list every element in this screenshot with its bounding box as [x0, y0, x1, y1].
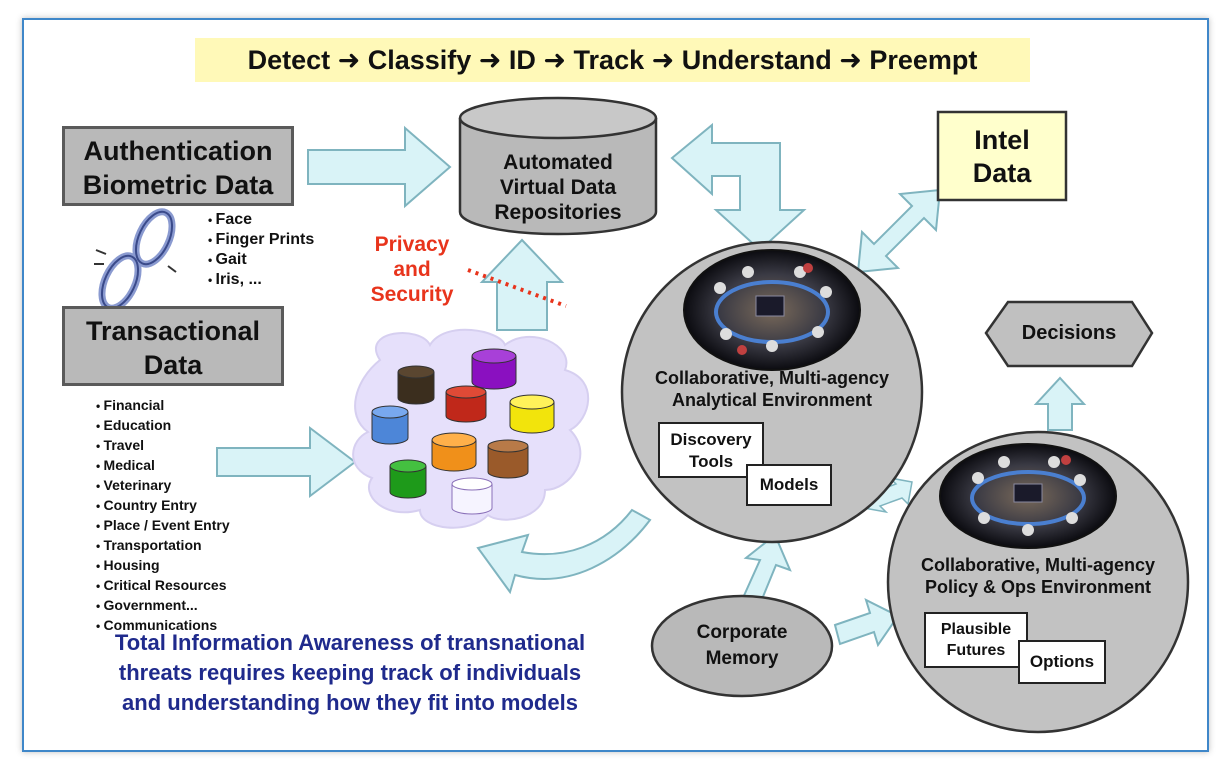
arrow-repo-to-analytical: [670, 122, 807, 252]
discovery-line2: Tools: [688, 452, 734, 471]
list-item: Iris, ...: [208, 270, 314, 290]
list-item: Communications: [96, 616, 230, 636]
analytical-line2: Analytical Environment: [671, 390, 873, 410]
list-item: Face: [208, 210, 314, 230]
memory-line1: Corporate: [696, 622, 788, 643]
intel-line1: Intel: [974, 125, 1030, 155]
analytical-line1: Collaborative, Multi-agency: [654, 368, 890, 388]
transactional-box: Transactional Data: [62, 306, 284, 386]
arrow-policy-to-decisions: [1033, 376, 1087, 431]
decisions-hexagon: [984, 300, 1154, 368]
list-item: Veterinary: [96, 476, 230, 496]
repository-line2: Virtual Data: [499, 176, 617, 199]
arrow-analytical-to-cloud: [476, 508, 652, 595]
arrow-trans-to-cloud: [216, 425, 357, 499]
privacy-label: Privacy and Security: [352, 232, 472, 307]
arrow-cloud-to-repo: [479, 238, 565, 331]
intel-line2: Data: [972, 158, 1032, 188]
discovery-tools-box: Discovery Tools: [658, 422, 764, 478]
caption-line3: and understanding how they fit into mode…: [122, 690, 578, 715]
caption-line2: threats requires keeping track of indivi…: [118, 660, 582, 685]
db-dark: [397, 365, 435, 405]
list-item: Country Entry: [96, 496, 230, 516]
authentication-line2: Biometric Data: [82, 170, 274, 200]
models-box: Models: [746, 464, 832, 506]
repository-line3: Repositories: [494, 201, 622, 224]
process-banner: Detect ➜ Classify ➜ ID ➜ Track ➜ Underst…: [195, 38, 1030, 82]
privacy-line3: Security: [370, 283, 454, 306]
privacy-line1: Privacy: [374, 233, 450, 256]
analytical-label: Collaborative, Multi-agency Analytical E…: [622, 367, 922, 411]
database-cylinders: [371, 348, 555, 515]
db-white: [451, 477, 493, 515]
privacy-dotted-line: [467, 268, 567, 308]
policy-room-image: [939, 443, 1117, 549]
intel-box: [936, 110, 1068, 202]
chain-link-icon: [94, 208, 177, 312]
policy-line2: Policy & Ops Environment: [924, 577, 1152, 597]
list-item: Financial: [96, 396, 230, 416]
list-item: Critical Resources: [96, 576, 230, 596]
list-item: Travel: [96, 436, 230, 456]
memory-ellipse: [650, 594, 834, 698]
list-item: Education: [96, 416, 230, 436]
caption-line1: Total Information Awareness of transnati…: [114, 630, 586, 655]
list-item: Finger Prints: [208, 230, 315, 250]
biometric-list: Face Finger Prints Gait Iris, ...: [208, 210, 315, 290]
db-red: [445, 385, 487, 423]
options-box: Options: [1018, 640, 1106, 684]
privacy-line2: and: [393, 258, 431, 281]
db-blue: [371, 405, 409, 445]
authentication-line1: Authentication: [83, 136, 273, 166]
list-item: Transportation: [96, 536, 230, 556]
plausible-futures-box: Plausible Futures: [924, 612, 1028, 668]
arrow-memory-to-policy: [833, 598, 900, 648]
arrow-analytical-intel: [856, 188, 942, 274]
db-green: [389, 459, 427, 499]
db-purple: [471, 348, 517, 390]
memory-line2: Memory: [705, 648, 779, 669]
transactional-line1: Transactional: [85, 316, 261, 346]
list-item: Medical: [96, 456, 230, 476]
policy-line1: Collaborative, Multi-agency: [920, 555, 1156, 575]
arrow-memory-to-analytical: [740, 533, 792, 606]
repository-line1: Automated: [503, 151, 613, 174]
policy-label: Collaborative, Multi-agency Policy & Ops…: [886, 554, 1190, 598]
analytical-room-image: [683, 249, 861, 371]
transactional-list: Financial Education Travel Medical Veter…: [96, 396, 230, 636]
plausible-line2: Futures: [946, 642, 1006, 659]
db-brown: [487, 439, 529, 479]
list-item: Housing: [96, 556, 230, 576]
transactional-line2: Data: [143, 350, 203, 380]
list-item: Place / Event Entry: [96, 516, 230, 536]
arrow-auth-to-repo: [307, 125, 452, 209]
discovery-line1: Discovery: [670, 430, 752, 449]
repository-label: Automated Virtual Data Repositories: [470, 150, 646, 225]
db-yellow: [509, 394, 555, 434]
db-orange: [431, 432, 477, 472]
decisions-label: Decisions: [1021, 322, 1117, 344]
list-item: Gait: [208, 250, 314, 270]
intel-label: Intel Data: [938, 124, 1066, 190]
list-item: Government...: [96, 596, 230, 616]
plausible-line1: Plausible: [940, 621, 1012, 638]
memory-label: Corporate Memory: [672, 620, 812, 672]
caption: Total Information Awareness of transnati…: [40, 628, 660, 718]
authentication-box: Authentication Biometric Data: [62, 126, 294, 206]
repository-cylinder: [458, 96, 658, 236]
